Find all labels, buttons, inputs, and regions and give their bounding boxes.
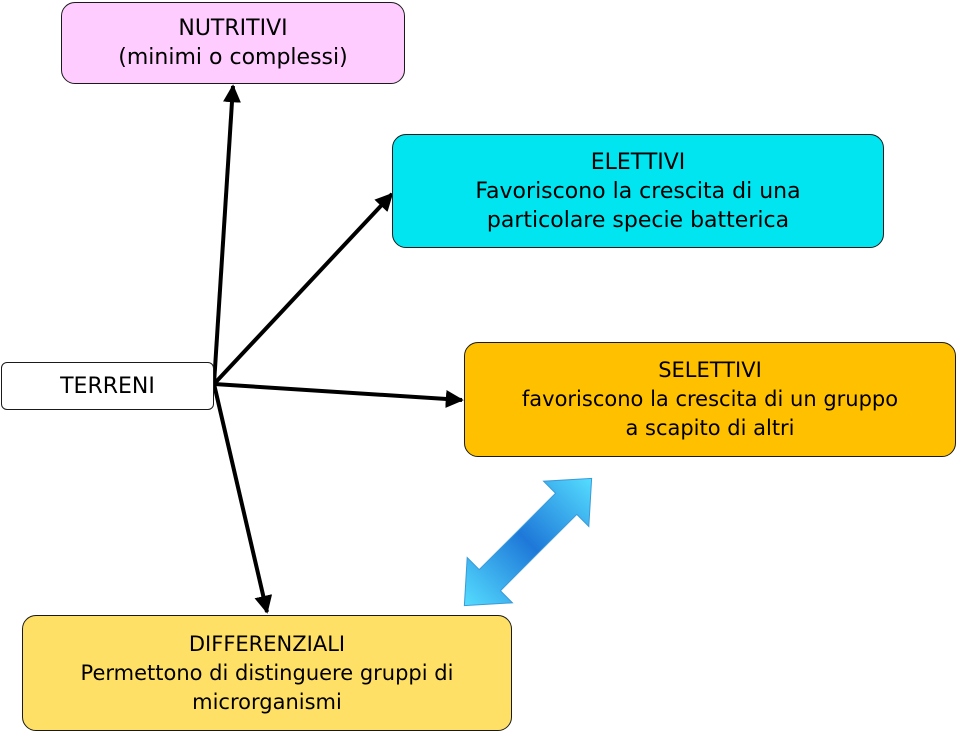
node-differenziali-line1: Permettono di distinguere gruppi di xyxy=(80,660,454,685)
node-terreni: TERRENI xyxy=(1,362,214,410)
node-selettivi-line2: a scapito di altri xyxy=(625,416,795,440)
arrow-terreni-selettivi xyxy=(213,382,464,408)
node-elettivi-title: ELETTIVI xyxy=(590,149,686,175)
arrow-terreni-nutritivi xyxy=(212,84,241,385)
node-differenziali-title: DIFFERENZIALI xyxy=(188,631,346,656)
node-terreni-title: TERRENI xyxy=(60,373,155,399)
node-selettivi-title: SELETTIVI xyxy=(658,358,762,382)
node-differenziali: DIFFERENZIALI Permettono di distinguere … xyxy=(22,615,512,731)
node-differenziali-line2: microrganismi xyxy=(192,689,342,714)
node-selettivi: SELETTIVI favoriscono la crescita di un … xyxy=(464,342,956,457)
node-nutritivi: NUTRITIVI (minimi o complessi) xyxy=(61,2,405,84)
node-elettivi: ELETTIVI Favoriscono la crescita di una … xyxy=(392,134,884,248)
node-nutritivi-title: NUTRITIVI xyxy=(178,16,288,41)
node-selettivi-line1: favoriscono la crescita di un gruppo xyxy=(521,387,899,411)
arrow-terreni-differenziali xyxy=(212,383,273,614)
node-elettivi-line2: particolare specie batterica xyxy=(486,207,790,233)
node-elettivi-line1: Favoriscono la crescita di una xyxy=(475,178,801,204)
double-arrow-selettivi-differenziali xyxy=(463,477,593,607)
arrow-terreni-elettivi xyxy=(212,192,394,386)
node-nutritivi-subtitle: (minimi o complessi) xyxy=(118,45,348,70)
